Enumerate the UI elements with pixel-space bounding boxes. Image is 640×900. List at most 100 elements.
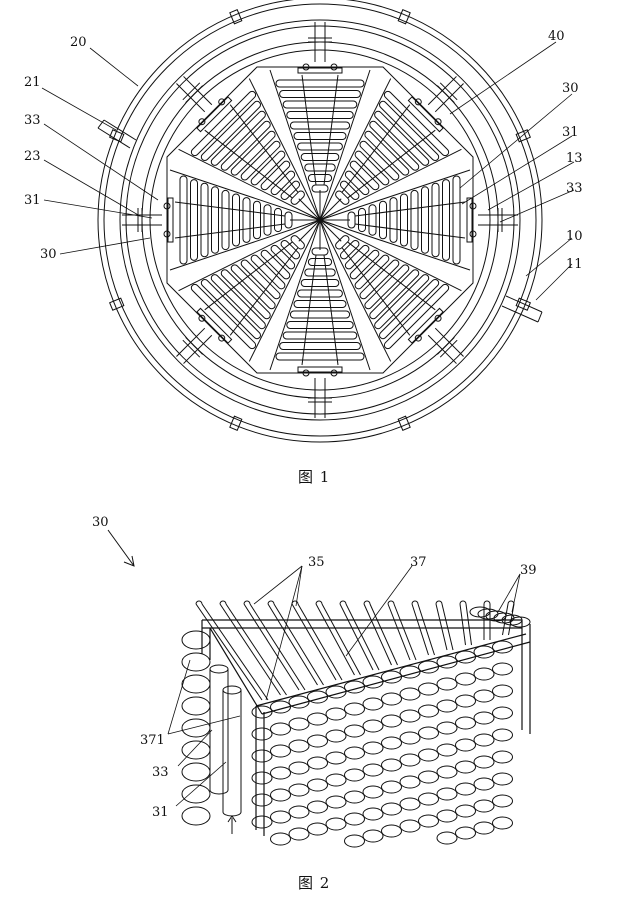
coil-bend xyxy=(492,794,513,808)
shell-lug xyxy=(397,415,411,431)
coil-bend xyxy=(492,728,513,742)
nozzle-flange xyxy=(439,82,458,101)
coil-bend xyxy=(473,733,495,747)
center-spoke xyxy=(298,219,321,242)
coil-bend xyxy=(399,797,421,811)
coil-loop xyxy=(275,79,365,88)
coil-loop xyxy=(282,331,358,340)
coil-loop xyxy=(389,197,398,243)
coil-bend xyxy=(473,667,495,681)
nozzle-pair xyxy=(478,208,518,232)
coil-bend xyxy=(473,777,495,791)
coil-bend xyxy=(418,792,439,806)
coil-bend xyxy=(288,783,310,797)
coil-loop xyxy=(286,111,354,119)
coil-run xyxy=(297,603,343,681)
coil-loop xyxy=(431,182,440,258)
label-371: 371 xyxy=(140,733,165,748)
coil-loop xyxy=(200,279,261,340)
coil-bend xyxy=(251,771,273,785)
coil-bend xyxy=(381,824,402,838)
coil-loop xyxy=(344,244,370,270)
label-23: 23 xyxy=(24,149,41,164)
coil-loop xyxy=(220,269,271,320)
coil-loop xyxy=(304,268,336,277)
nozzle-flange xyxy=(439,339,458,358)
coil-loop xyxy=(250,254,286,290)
figure-2-leaders xyxy=(167,565,521,807)
support-rod xyxy=(229,104,299,193)
label-39: 39 xyxy=(520,563,537,578)
shell-lug xyxy=(109,129,125,143)
coil-bend xyxy=(455,804,476,818)
shell-lug xyxy=(397,9,411,25)
coil-run xyxy=(387,603,411,661)
coil-loop xyxy=(369,269,420,320)
figure-2-caption: 图 2 xyxy=(298,874,331,892)
support-rod xyxy=(204,129,293,199)
coil-top-bend xyxy=(411,600,419,605)
coil-bend xyxy=(288,739,310,753)
coil-loop xyxy=(383,283,450,350)
coil-bend xyxy=(455,672,476,686)
coil-bend xyxy=(381,758,402,772)
support-rod xyxy=(229,247,299,336)
coil-sector xyxy=(319,219,462,362)
coil-loop xyxy=(452,175,461,265)
coil-bend xyxy=(399,819,421,833)
coil-loop xyxy=(300,153,340,161)
header-bar xyxy=(297,67,343,74)
coil-loop xyxy=(242,197,251,243)
header-port xyxy=(434,118,442,126)
shell-lug xyxy=(515,129,531,143)
sector-edge xyxy=(178,219,321,292)
coil-bend xyxy=(492,662,513,676)
coil-loop xyxy=(368,204,377,236)
coil-loop xyxy=(293,132,347,140)
coil-bend xyxy=(307,800,328,814)
figure-1-labels: 20 21 33 23 31 30 40 30 31 13 33 10 11 xyxy=(24,29,583,272)
coil-bend xyxy=(436,699,458,713)
header-port xyxy=(163,202,171,210)
coil-loop xyxy=(190,90,257,157)
coil-bend xyxy=(270,722,291,736)
coil-run xyxy=(459,603,466,646)
support-rod xyxy=(354,201,466,217)
coil-loop xyxy=(260,160,291,191)
support-rod xyxy=(347,129,436,199)
coil-top-bend xyxy=(363,600,371,605)
nozzles xyxy=(109,9,531,431)
coil-bend xyxy=(270,700,291,714)
coil-loop xyxy=(293,300,347,308)
coil-bend xyxy=(381,780,402,794)
coil-bend xyxy=(473,799,495,813)
coil-bend xyxy=(455,694,476,708)
lug-body xyxy=(109,129,125,143)
coil-bend xyxy=(362,829,384,843)
coil-back-bend xyxy=(509,616,531,628)
label-31-fig2: 31 xyxy=(152,805,169,820)
coil-bend xyxy=(455,760,476,774)
coil-bend xyxy=(473,755,495,769)
support-rod xyxy=(323,74,339,186)
coil-bend xyxy=(307,778,328,792)
coil-bend xyxy=(251,749,273,763)
coil-run xyxy=(267,603,318,686)
coil-loop xyxy=(307,258,333,266)
coil-loop xyxy=(240,140,281,181)
header-bar xyxy=(196,307,233,344)
label-33-right: 33 xyxy=(566,181,583,196)
coil-loop xyxy=(383,90,450,157)
coil-bend xyxy=(251,815,273,829)
frame-bars xyxy=(201,619,531,836)
label-31-right: 31 xyxy=(562,125,579,140)
coil-sector xyxy=(163,169,321,271)
coil-loop xyxy=(359,259,400,300)
coil-loop xyxy=(279,90,361,98)
coil-loop xyxy=(358,207,366,233)
sector-edge xyxy=(269,69,321,221)
header-pipe-31 xyxy=(222,685,242,834)
coil-bend xyxy=(418,726,439,740)
coil-bend xyxy=(455,716,476,730)
jacket-ring-inner xyxy=(125,25,515,415)
